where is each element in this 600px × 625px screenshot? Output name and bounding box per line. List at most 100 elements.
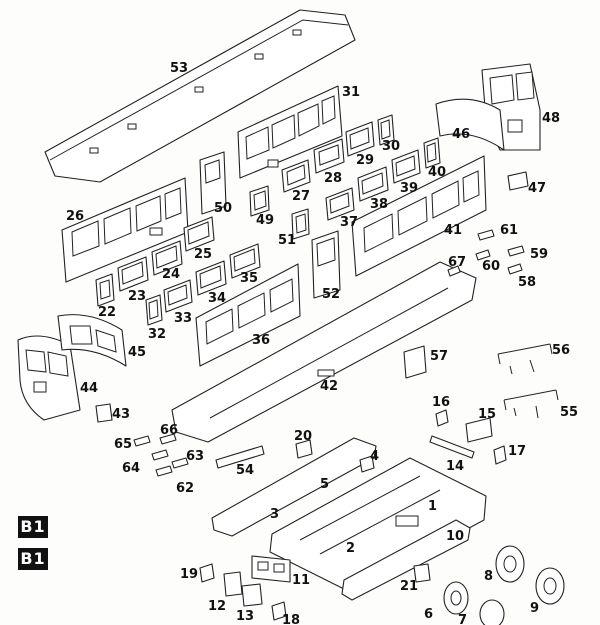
part-22-window-frame xyxy=(95,273,115,307)
part-32-window-frame xyxy=(145,294,163,326)
part-8-wheel xyxy=(495,545,525,583)
label-61: 61 xyxy=(500,223,518,238)
label-66: 66 xyxy=(160,423,178,438)
label-16: 16 xyxy=(432,395,450,410)
label-58: 58 xyxy=(518,275,536,290)
label-49: 49 xyxy=(256,213,274,228)
label-55: 55 xyxy=(560,405,578,420)
label-22: 22 xyxy=(98,305,116,320)
label-62: 62 xyxy=(176,481,194,496)
label-9: 9 xyxy=(530,601,539,616)
label-42: 42 xyxy=(320,379,338,394)
label-7: 7 xyxy=(458,613,467,625)
label-41: 41 xyxy=(444,223,462,238)
label-52: 52 xyxy=(322,287,340,302)
label-13: 13 xyxy=(236,609,254,624)
label-33: 33 xyxy=(174,311,192,326)
label-38: 38 xyxy=(370,197,388,212)
part-54-rail xyxy=(215,445,265,469)
part-50-panel xyxy=(199,151,227,215)
part-26-upper-side xyxy=(61,177,189,283)
part-43-bracket xyxy=(95,403,113,423)
part-19-clip xyxy=(199,563,215,583)
label-2: 2 xyxy=(346,541,355,556)
part-45-curved-panel xyxy=(57,314,127,367)
part-37-window-frame xyxy=(325,187,355,221)
label-56: 56 xyxy=(552,343,570,358)
label-23: 23 xyxy=(128,289,146,304)
label-3: 3 xyxy=(270,507,279,522)
part-46-curved-panel xyxy=(435,98,505,151)
label-10: 10 xyxy=(446,529,464,544)
part-52-door xyxy=(311,230,341,299)
label-27: 27 xyxy=(292,189,310,204)
label-46: 46 xyxy=(452,127,470,142)
label-30: 30 xyxy=(382,139,400,154)
label-26: 26 xyxy=(66,209,84,224)
part-9-wheel xyxy=(535,567,565,605)
label-60: 60 xyxy=(482,259,500,274)
part-28-window-frame xyxy=(313,138,345,174)
part-55-bracket xyxy=(503,389,559,419)
label-65: 65 xyxy=(114,437,132,452)
label-44: 44 xyxy=(80,381,98,396)
label-5: 5 xyxy=(320,477,329,492)
part-24-window-frame xyxy=(151,240,183,276)
part-39-window-frame xyxy=(391,149,421,184)
part-15-cylinder xyxy=(465,417,493,443)
label-21: 21 xyxy=(400,579,418,594)
part-31-upper-side xyxy=(237,85,343,179)
label-35: 35 xyxy=(240,271,258,286)
label-63: 63 xyxy=(186,449,204,464)
label-59: 59 xyxy=(530,247,548,262)
part-10-side-frame xyxy=(341,519,471,601)
part-18-clip xyxy=(271,601,287,621)
label-18: 18 xyxy=(282,613,300,625)
part-16-pin xyxy=(435,409,449,427)
label-17: 17 xyxy=(508,444,526,459)
label-57: 57 xyxy=(430,349,448,364)
part-25-window-frame xyxy=(183,216,215,252)
label-45: 45 xyxy=(128,345,146,360)
label-34: 34 xyxy=(208,291,226,306)
label-51: 51 xyxy=(278,233,296,248)
part-30-window-frame xyxy=(377,114,395,146)
part-57-block xyxy=(403,345,427,379)
label-43: 43 xyxy=(112,407,130,422)
label-36: 36 xyxy=(252,333,270,348)
label-37: 37 xyxy=(340,215,358,230)
part-4-bracket xyxy=(359,455,375,473)
part-49-window xyxy=(249,185,270,217)
label-39: 39 xyxy=(400,181,418,196)
label-8: 8 xyxy=(484,569,493,584)
part-29-window-frame xyxy=(345,121,375,157)
part-36-lower-side xyxy=(195,263,301,367)
label-4: 4 xyxy=(370,449,379,464)
small-parts-58-61-67 xyxy=(447,229,525,277)
label-20: 20 xyxy=(294,429,312,444)
label-28: 28 xyxy=(324,171,342,186)
label-25: 25 xyxy=(194,247,212,262)
part-40-window-frame xyxy=(423,137,441,169)
part-38-window-frame xyxy=(357,166,389,202)
label-32: 32 xyxy=(148,327,166,342)
label-53: 53 xyxy=(170,61,188,76)
part-13-block xyxy=(241,583,263,607)
label-31: 31 xyxy=(342,85,360,100)
part-6-wheel xyxy=(443,581,469,615)
part-34-window-frame xyxy=(195,260,227,296)
part-11-plate xyxy=(251,555,291,583)
label-50: 50 xyxy=(214,201,232,216)
part-33-window-frame xyxy=(163,279,193,313)
label-54: 54 xyxy=(236,463,254,478)
sheet-tag: B1 xyxy=(18,548,48,570)
label-64: 64 xyxy=(122,461,140,476)
label-48: 48 xyxy=(542,111,560,126)
label-19: 19 xyxy=(180,567,198,582)
part-41-lower-side xyxy=(351,155,487,277)
part-47-block xyxy=(507,171,529,191)
part-27-window-frame xyxy=(281,159,311,193)
label-6: 6 xyxy=(424,607,433,622)
